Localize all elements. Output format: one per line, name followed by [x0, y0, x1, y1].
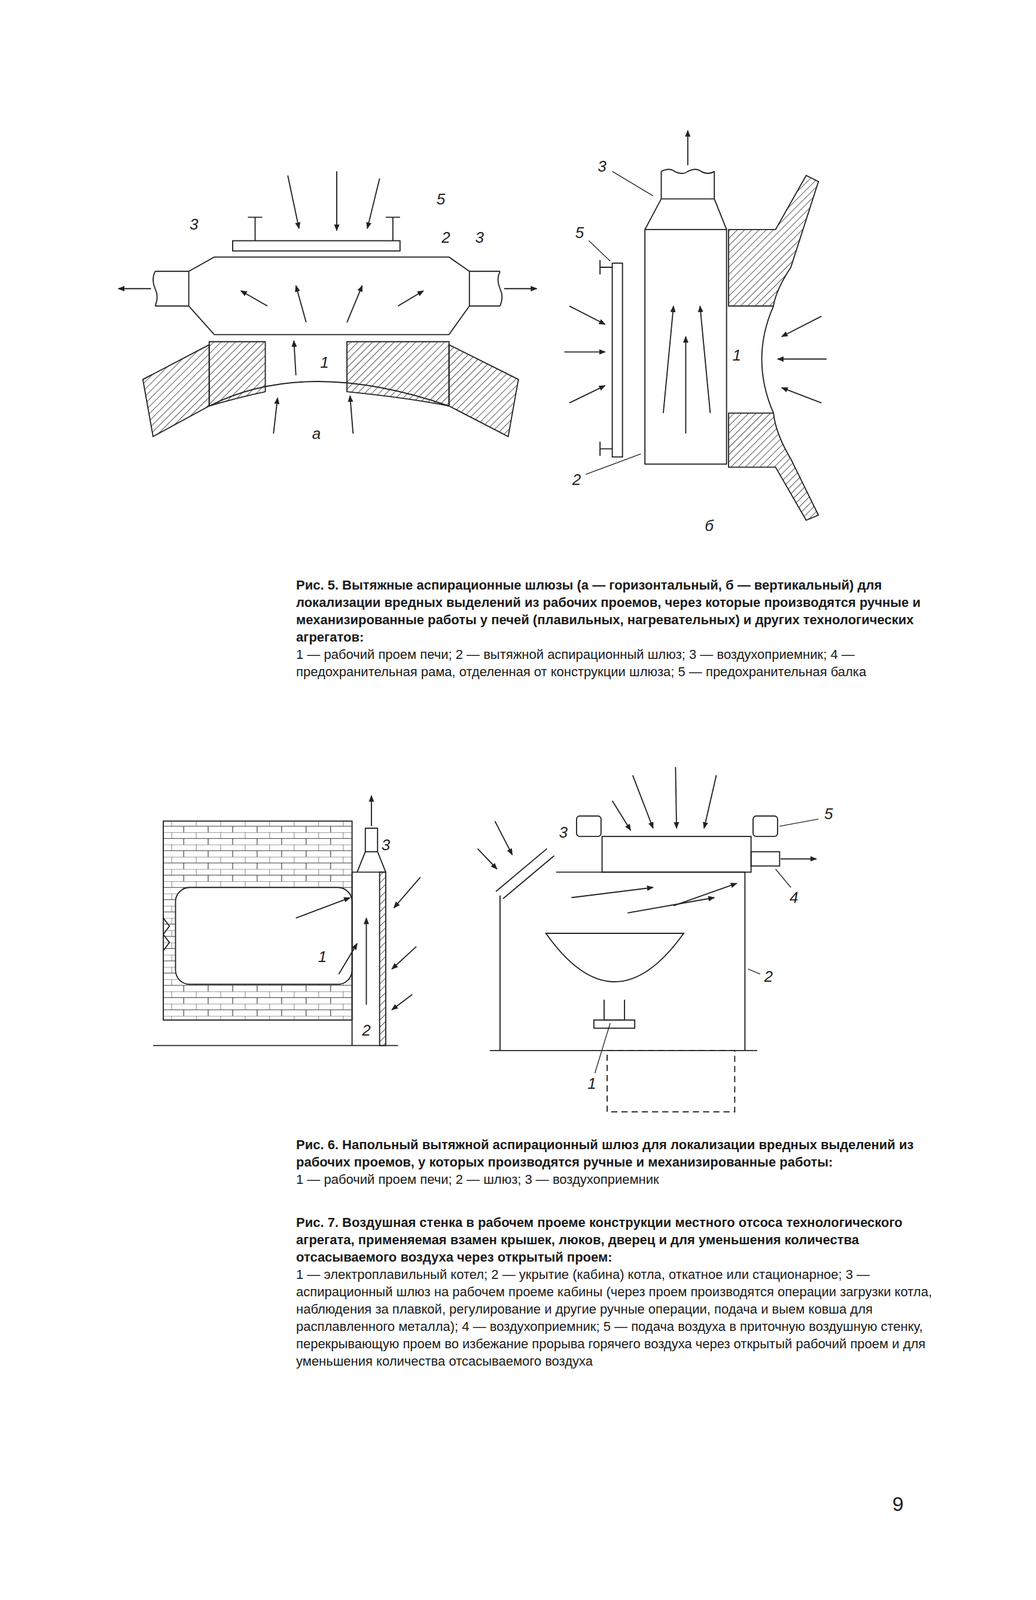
callout-number: 1 [730, 346, 743, 364]
callout-number: 1 [318, 353, 331, 371]
callout-number: 5 [573, 224, 586, 242]
callout-number: 3 [187, 215, 200, 234]
figure-caption: Рис. 5. Вытяжные аспирационные шлюзы (а … [296, 576, 958, 647]
callout-number: 2 [762, 967, 775, 986]
callout-number: 1 [585, 1074, 598, 1093]
callout-number: 2 [360, 1022, 373, 1040]
callout-number: 4 [787, 889, 800, 907]
air-curtain-cabin [477, 767, 819, 1113]
floor-sluice [153, 796, 421, 1047]
callout-number: б [702, 516, 716, 535]
caption-block: Рис. 7. Воздушная стенка в рабочем проем… [296, 1214, 958, 1371]
callout-number: 5 [434, 190, 447, 208]
caption-legend: 1 — рабочий проем печи; 2 — шлюз; 3 — во… [296, 1171, 958, 1189]
horizontal-sluice [118, 171, 537, 438]
caption-block: Рис. 5. Вытяжные аспирационные шлюзы (а … [296, 576, 958, 681]
caption-block: Рис. 6. Напольный вытяжной аспирационный… [296, 1136, 958, 1189]
callout-number: 2 [570, 471, 583, 489]
callout-number: 3 [379, 836, 392, 854]
page-number: 9 [890, 1494, 906, 1517]
vertical-sluice [564, 130, 827, 521]
callout-number: 5 [822, 805, 835, 824]
caption-legend: 1 — рабочий проем печи; 2 — вытяжной асп… [296, 646, 958, 681]
figure-caption: Рис. 6. Напольный вытяжной аспирационный… [296, 1136, 958, 1172]
figure-caption: Рис. 7. Воздушная стенка в рабочем проем… [296, 1214, 958, 1267]
callout-number: 3 [556, 824, 569, 842]
callout-number: 3 [473, 229, 486, 247]
callout-number: а [310, 425, 323, 443]
callout-number: 3 [595, 157, 608, 176]
caption-legend: 1 — электроплавильный котел; 2 — укрытие… [296, 1266, 958, 1371]
callout-number: 2 [439, 229, 452, 247]
callout-number: 1 [316, 948, 329, 967]
